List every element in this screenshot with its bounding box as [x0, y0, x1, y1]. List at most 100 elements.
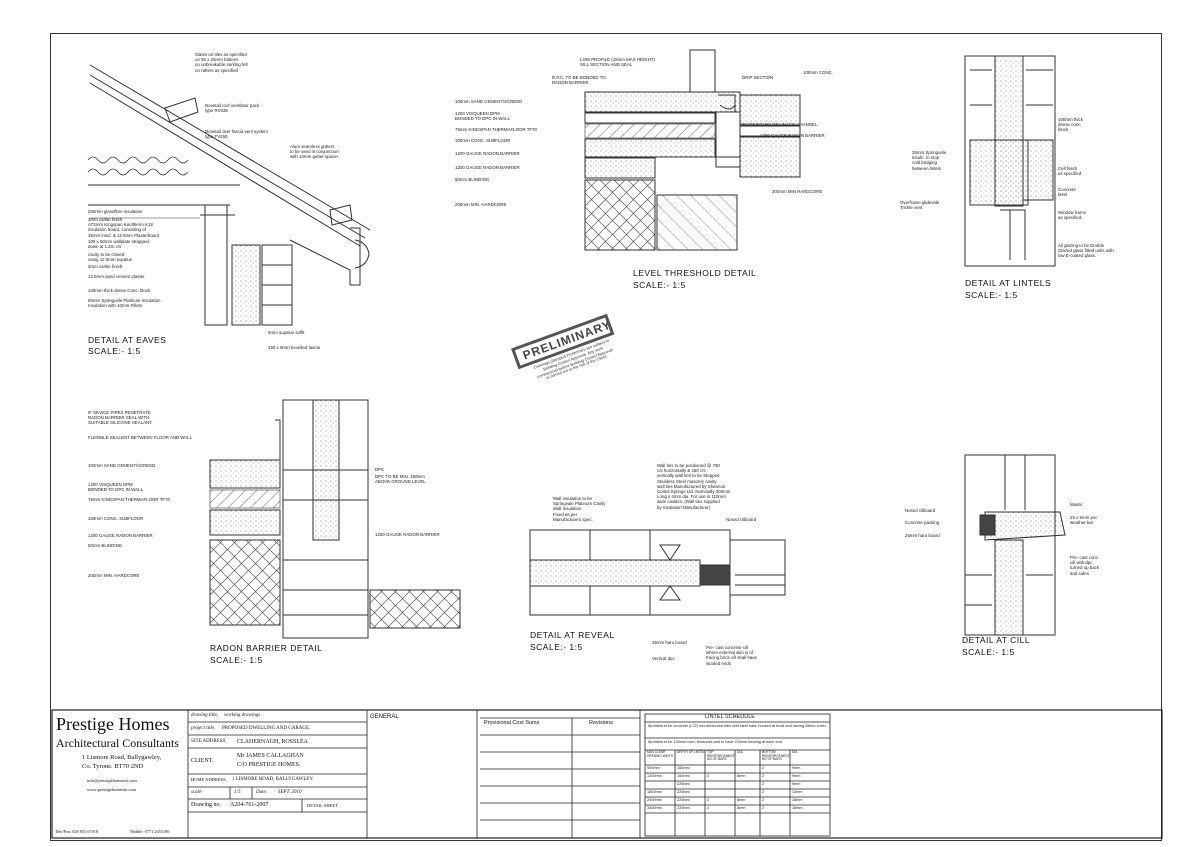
cill-note: Concrete packing: [905, 520, 940, 525]
client-name: Mr JAMES CALLAGHAN: [237, 753, 304, 759]
eaves-detail-drawing: [87, 64, 371, 326]
reveal-note: Nosed cillboard: [726, 517, 757, 522]
cill-note: Pre- cast conc. cill with dpc turned up …: [1070, 555, 1100, 576]
lintel-cell: 2: [707, 774, 710, 778]
eaves-note: cavity to be closed using 12.5mm supalux: [88, 252, 132, 263]
company-address-2: Co. Tyrone. BT70 2ND: [82, 763, 144, 770]
reveal-note: 35mm haro board: [652, 640, 687, 645]
home-address-label: HOME ADDRESS,: [191, 777, 227, 782]
lintel-cell: 2: [762, 774, 765, 778]
lintel-cell: 16mm: [792, 798, 803, 802]
drawing-no-label: Drawing no.: [191, 802, 221, 808]
eaves-note: 6mm supalux soffit: [268, 330, 305, 335]
lintel-header: DIA.: [737, 750, 744, 754]
cill-title: DETAIL AT CILL: [962, 635, 1031, 645]
eaves-note: 100 x 50mm wallplate strapped down at 1.…: [88, 239, 149, 250]
lintel-cell: 2: [762, 766, 765, 770]
eaves-title: DETAIL AT EAVES: [88, 335, 167, 345]
eaves-scale: SCALE:- 1:5: [88, 346, 141, 356]
threshold-note: 200mm MIN HARDCORE: [772, 189, 823, 194]
threshold-note: 1200 GAUGE RADON BARRIER: [455, 165, 520, 170]
lintel-cell: 150mm: [677, 774, 690, 778]
radon-note: 75mm KINGSPAN THERMAFLOOR TF70: [88, 497, 170, 502]
radon-title: RADON BARRIER DETAIL: [210, 643, 323, 653]
lintel-cell: 9mm: [792, 782, 801, 786]
eaves-note: Dovetail roof ventilator pack type RV635: [205, 103, 260, 114]
lintels-note: 35mm Springvale insuln. to stop cold bri…: [912, 150, 947, 171]
eaves-note: 200mm glassfibre insulation: [88, 209, 143, 214]
company-subtitle: Architectural Consultants: [56, 736, 179, 750]
threshold-note: 100mm CONC. SUBFLOOR: [455, 138, 511, 143]
threshold-detail-drawing: [584, 49, 801, 251]
reveal-note: Wall insulation to be Springvale Platinu…: [553, 496, 606, 522]
lintel-header: MAX CLEAR OPENING WIDTH: [647, 750, 674, 758]
threshold-note: LOW PROFILE (15mm MAX HEIGHT) SILL SECTI…: [580, 57, 655, 68]
lintel-cell: 2: [762, 790, 765, 794]
lintel-cell: 2: [762, 798, 765, 802]
radon-note: 200mm MIN. HARDCORE: [88, 573, 140, 578]
date-label: Date:: [256, 790, 268, 795]
eaves-note: 100mm thick dense Conc. block: [88, 288, 151, 293]
threshold-note: 100mm SAND CEMENT/SCREED: [455, 99, 523, 104]
lintels-note: All glazing to be Double Glazed glass fi…: [1058, 243, 1114, 259]
company-web: www.prestigehomesni.com: [87, 787, 136, 792]
lintel-cell: 900mm: [647, 766, 660, 770]
lintel-cell: 2: [762, 782, 765, 786]
threshold-note: 1200 VISQUEEN DPM BONDED TO DPC IN WALL: [455, 111, 511, 122]
company-tel: Tele/Fax: 028 855 67018: [55, 829, 99, 834]
lintel-header: BOTTOM REINFORCEMENT NO OF BARS: [762, 750, 790, 762]
lintel-cell: 2: [762, 806, 765, 810]
lintel-cell: 225mm: [677, 790, 690, 794]
lintel-cell: 9mm: [792, 766, 801, 770]
lintels-title: DETAIL AT LINTELS: [965, 278, 1052, 288]
eaves-note: Dovetail over fascia vent system type FV…: [205, 129, 268, 140]
radon-note: DPC TO BE MIN. 150mm ABOVE GROUND LEVEL: [375, 474, 426, 485]
eaves-note: 3mm carlite finish AT3mm Kingspan Koolth…: [88, 217, 160, 238]
drawing-sheet-border: [50, 33, 1162, 841]
cill-note: Mastic: [1070, 502, 1083, 507]
lintel-header: DIA.: [792, 750, 799, 754]
threshold-note: 200mm MIN. HARDCORE: [455, 202, 507, 207]
sheet-name: DETAIL SHEET: [307, 803, 338, 808]
lintels-note: Cell finish as specified: [1058, 166, 1082, 177]
lintels-note: Overframe glidevale Trickle vent: [900, 200, 940, 211]
radon-note: 1200 VISQUEEN DPM BONDED TO DPC IN WALL: [88, 482, 144, 493]
radon-note: 1200 GAUGE RADON BARRIER: [88, 533, 153, 538]
radon-note: 100mm SAND CEMENT/SCREED: [88, 463, 156, 468]
lintel-schedule-title: LINTEL SCHEDULE: [705, 714, 755, 720]
radon-note: DPC: [375, 467, 385, 472]
eaves-note: 85mm Springvale Platinum Insulation Insu…: [88, 298, 161, 309]
lintel-cell: 8mm: [737, 798, 746, 802]
reveal-scale: SCALE:- 1:5: [530, 642, 583, 652]
cill-note: 25mm haro board: [905, 533, 940, 538]
home-address-value: 1 LISMORE ROAD, BALLYGAWLEY.: [232, 777, 314, 782]
lintels-note: 100mm thick dense conc. block: [1058, 117, 1083, 133]
lintel-cell: 12mm: [792, 790, 803, 794]
lintels-scale: SCALE:- 1:5: [965, 290, 1018, 300]
company-name: Prestige Homes: [56, 714, 170, 734]
reveal-detail-drawing: [529, 529, 786, 616]
reveal-title: DETAIL AT REVEAL: [530, 630, 615, 640]
title-block-grid: [51, 709, 1163, 839]
lintel-cell: 8mm: [737, 774, 746, 778]
lintel-cell: 1800mm: [647, 790, 662, 794]
eaves-note: Slates on tiles as specified on 50 x 25m…: [195, 52, 248, 73]
lintel-note-1: All lintels to be concrete (L22) mix rei…: [648, 724, 827, 728]
drawing-title-label: drawing title,: [191, 713, 218, 718]
scale-label: scale:: [191, 790, 203, 795]
lintels-detail-drawing: [964, 55, 1056, 267]
company-mobile: Mobile: 0771 2455196: [130, 829, 170, 834]
lintel-cell: 1200mm: [647, 774, 662, 778]
lintel-header: DEPTH OF LINTEL: [677, 750, 705, 754]
cill-detail-drawing: [964, 454, 1066, 636]
lintel-cell: 9mm: [792, 774, 801, 778]
lintel-cell: 8mm: [737, 806, 746, 810]
threshold-note: PROPRIETARY DRAINAGE CHANNEL: [740, 122, 818, 127]
date-value: SEPT. 2010: [278, 790, 302, 795]
eaves-note: 150 x 9mm bevelled fascia: [268, 345, 320, 350]
radon-note: 1200 GAUGE RADON BARRIER: [375, 532, 440, 537]
lintel-cell: 3300mm: [647, 806, 662, 810]
radon-note: 100mm CONC. SUBFLOOR: [88, 516, 144, 521]
radon-detail-drawing: [209, 399, 461, 639]
